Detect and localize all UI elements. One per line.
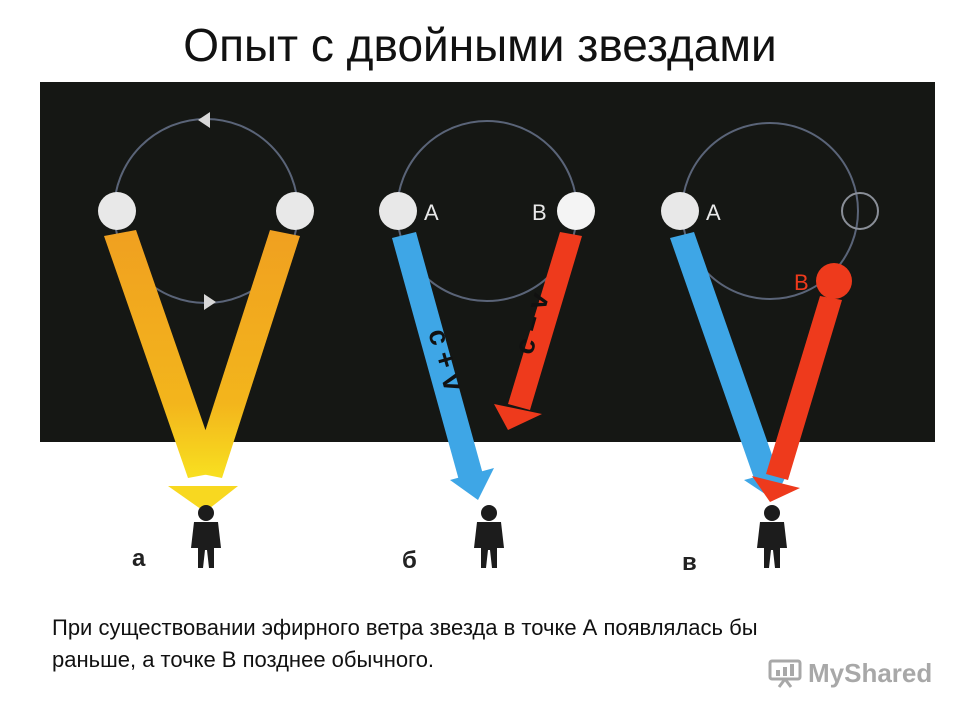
- star-b-c: [816, 263, 852, 299]
- star-left-a: [98, 192, 136, 230]
- caption: При существовании эфирного ветра звезда …: [52, 612, 932, 676]
- star-b-expected-position-c: [841, 192, 879, 230]
- panel-b: A B c + v c – v: [379, 120, 595, 568]
- light-arrowhead-red-c: [752, 476, 800, 502]
- light-beam-left-a: [104, 230, 220, 478]
- panel-label-c: в: [682, 549, 697, 576]
- slide-title: Опыт с двойными звездами: [183, 19, 777, 71]
- light-beam-right-a: [192, 230, 300, 478]
- star-b-b: [557, 192, 595, 230]
- watermark: MyShared: [768, 656, 932, 690]
- presentation-board-icon: [768, 659, 802, 688]
- light-beam-red-b: [508, 232, 582, 410]
- star-label-b-c: B: [794, 270, 809, 295]
- light-arrowhead-a: [168, 486, 238, 512]
- watermark-text: MyShared: [808, 657, 933, 688]
- light-arrowhead-red-b: [494, 404, 542, 430]
- light-beam-blue-c: [670, 232, 780, 484]
- orbit-direction-arrow-bottom-icon: [204, 294, 216, 310]
- orbit-direction-arrow-top-icon: [198, 112, 210, 128]
- star-a-c: [661, 192, 699, 230]
- star-a-b: [379, 192, 417, 230]
- observer-b: [474, 505, 504, 568]
- panel-c: A B: [661, 122, 879, 568]
- panel-label-b: б: [402, 547, 417, 574]
- light-beam-red-c: [766, 296, 842, 480]
- star-label-b-b: B: [532, 200, 547, 225]
- caption-line-1: При существовании эфирного ветра звезда …: [52, 615, 758, 640]
- star-label-a-b: A: [424, 200, 439, 225]
- panel-a: [98, 112, 314, 568]
- star-right-a: [276, 192, 314, 230]
- light-arrowhead-blue-b: [450, 468, 494, 500]
- panel-label-a: а: [132, 545, 146, 572]
- observer-c: [757, 505, 787, 568]
- caption-line-2: раньше, а точке В позднее обычного.: [52, 647, 435, 672]
- light-beam-blue-b: [392, 232, 484, 484]
- night-sky: [40, 82, 935, 442]
- star-label-a-c: A: [706, 200, 721, 225]
- observer-a: [191, 505, 221, 568]
